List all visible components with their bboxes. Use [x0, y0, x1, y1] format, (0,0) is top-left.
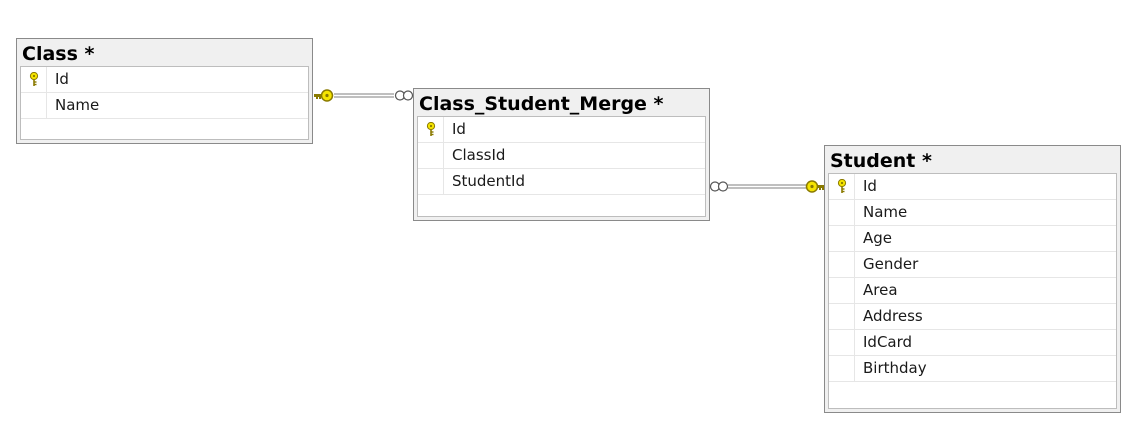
column-name: Gender: [863, 255, 919, 273]
row-selector[interactable]: [418, 143, 444, 168]
column-row[interactable]: ClassId: [418, 143, 705, 169]
table-class-student-merge[interactable]: Class_Student_Merge * Id ClassId Student…: [413, 88, 710, 221]
column-row[interactable]: Id: [21, 67, 308, 93]
row-selector[interactable]: [418, 117, 444, 142]
many-end-infinity-icon: [394, 90, 414, 101]
table-title: Class *: [22, 43, 95, 65]
column-name: ClassId: [452, 146, 506, 164]
primary-key-icon: [837, 179, 847, 193]
column-list: Id Name Age Gender Area Address IdCard: [828, 173, 1117, 409]
primary-key-icon: [29, 72, 39, 86]
row-selector[interactable]: [829, 200, 855, 225]
column-row[interactable]: Name: [21, 93, 308, 119]
column-row[interactable]: Area: [829, 278, 1116, 304]
row-selector[interactable]: [829, 278, 855, 303]
column-name: Birthday: [863, 359, 927, 377]
column-name: Address: [863, 307, 923, 325]
column-name: Id: [452, 120, 466, 138]
column-row[interactable]: StudentId: [418, 169, 705, 195]
column-name: StudentId: [452, 172, 525, 190]
column-row[interactable]: Birthday: [829, 356, 1116, 382]
row-selector[interactable]: [829, 330, 855, 355]
table-title: Student *: [830, 150, 932, 172]
column-name: Id: [55, 70, 69, 88]
primary-key-icon: [426, 122, 436, 136]
row-selector[interactable]: [829, 304, 855, 329]
row-selector[interactable]: [418, 169, 444, 194]
row-selector[interactable]: [21, 67, 47, 92]
column-row[interactable]: Gender: [829, 252, 1116, 278]
column-row[interactable]: Name: [829, 200, 1116, 226]
row-selector[interactable]: [829, 174, 855, 199]
row-selector[interactable]: [829, 252, 855, 277]
column-row[interactable]: Id: [418, 117, 705, 143]
column-row[interactable]: Id: [829, 174, 1116, 200]
column-name: Age: [863, 229, 893, 247]
column-name: Name: [55, 96, 100, 114]
column-row[interactable]: Age: [829, 226, 1116, 252]
relationship-merge-student[interactable]: [709, 180, 826, 193]
table-class[interactable]: Class * Id Name: [16, 38, 313, 144]
row-selector[interactable]: [21, 93, 47, 118]
row-selector[interactable]: [829, 226, 855, 251]
column-row[interactable]: Address: [829, 304, 1116, 330]
one-end-key-icon: [805, 180, 825, 193]
table-title: Class_Student_Merge *: [419, 93, 664, 115]
column-name: Area: [863, 281, 898, 299]
many-end-infinity-icon: [709, 181, 729, 192]
column-row[interactable]: IdCard: [829, 330, 1116, 356]
one-end-key-icon: [314, 89, 334, 102]
row-selector[interactable]: [829, 356, 855, 381]
relationship-class-merge[interactable]: [314, 89, 414, 102]
column-name: Id: [863, 177, 877, 195]
column-list: Id ClassId StudentId: [417, 116, 706, 217]
column-name: IdCard: [863, 333, 913, 351]
column-list: Id Name: [20, 66, 309, 140]
column-name: Name: [863, 203, 908, 221]
table-student[interactable]: Student * Id Name Age Gender: [824, 145, 1121, 413]
